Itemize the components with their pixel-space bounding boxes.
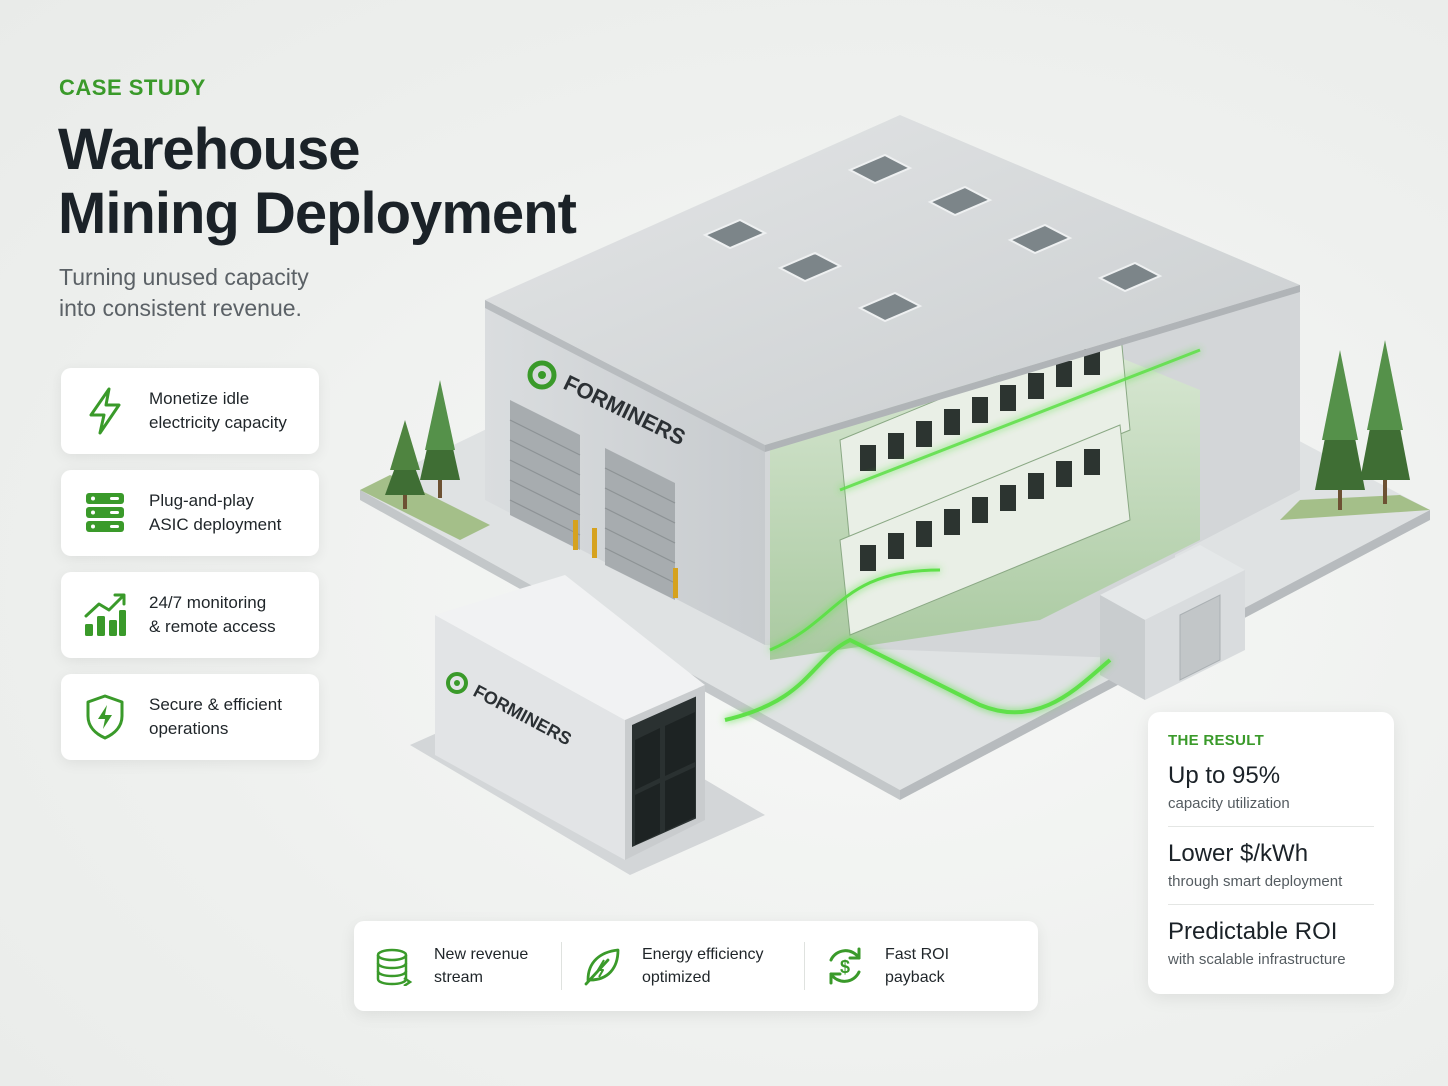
leaf-icon bbox=[562, 946, 642, 986]
benefits-bar: New revenue stream Energy efficiency opt… bbox=[354, 921, 1038, 1011]
benefit-roi: $ Fast ROI payback bbox=[805, 921, 1005, 1011]
feature-line-2: operations bbox=[149, 719, 229, 738]
tree-group-left bbox=[385, 380, 460, 509]
metric-subtitle: capacity utilization bbox=[1168, 795, 1290, 812]
result-label: THE RESULT bbox=[1168, 732, 1265, 749]
growth-chart-icon bbox=[61, 572, 149, 658]
svg-text:$: $ bbox=[840, 957, 850, 977]
page-subtitle: Turning unused capacity into consistent … bbox=[59, 262, 389, 324]
transformer-box bbox=[1100, 545, 1245, 700]
feature-line-1: Secure & efficient bbox=[149, 695, 282, 714]
power-cable bbox=[724, 637, 1112, 722]
feature-line-1: 24/7 monitoring bbox=[149, 593, 267, 612]
feature-line-1: Plug-and-play bbox=[149, 491, 254, 510]
subtitle-line-2: into consistent revenue. bbox=[59, 295, 302, 321]
benefit-line-1: New revenue bbox=[434, 946, 529, 963]
miner-racks bbox=[839, 324, 1201, 636]
dollar-cycle-icon: $ bbox=[805, 944, 885, 988]
metric-title: Lower $/kWh bbox=[1168, 840, 1309, 867]
feature-line-1: Monetize idle bbox=[149, 389, 250, 408]
benefit-efficiency: Energy efficiency optimized bbox=[562, 921, 804, 1011]
feature-card-secure: Secure & efficient operations bbox=[61, 674, 319, 760]
feature-line-2: & remote access bbox=[149, 617, 276, 636]
shield-bolt-icon bbox=[61, 674, 149, 760]
metric-subtitle: through smart deployment bbox=[1168, 873, 1343, 890]
benefit-line-2: optimized bbox=[642, 969, 711, 986]
divider bbox=[804, 942, 805, 990]
page-title: Warehouse Mining Deployment bbox=[58, 118, 618, 246]
eyebrow-label: CASE STUDY bbox=[59, 75, 206, 100]
metric-cost: Lower $/kWh through smart deployment bbox=[1168, 827, 1374, 905]
result-card: THE RESULT Up to 95% capacity utilizatio… bbox=[1148, 712, 1394, 994]
title-line-1: Warehouse bbox=[58, 117, 360, 182]
title-line-2: Mining Deployment bbox=[58, 181, 577, 246]
divider bbox=[561, 942, 562, 990]
subtitle-line-1: Turning unused capacity bbox=[59, 264, 309, 290]
warehouse-roof bbox=[485, 115, 1300, 445]
feature-line-2: ASIC deployment bbox=[149, 515, 282, 534]
benefit-line-1: Energy efficiency bbox=[642, 946, 764, 963]
metric-roi: Predictable ROI with scalable infrastruc… bbox=[1168, 905, 1374, 982]
feature-line-2: electricity capacity bbox=[149, 413, 287, 432]
feature-card-monetize: Monetize idle electricity capacity bbox=[61, 368, 319, 454]
warehouse-illustration: FORMINERS bbox=[360, 115, 1430, 875]
coin-stack-icon bbox=[354, 946, 434, 986]
feature-card-monitoring: 24/7 monitoring & remote access bbox=[61, 572, 319, 658]
benefit-line-2: stream bbox=[434, 969, 483, 986]
feature-card-plug-and-play: Plug-and-play ASIC deployment bbox=[61, 470, 319, 556]
mining-container: FORMINERS bbox=[410, 575, 765, 875]
metric-title: Up to 95% bbox=[1168, 762, 1281, 789]
lightning-icon bbox=[61, 368, 149, 454]
metric-title: Predictable ROI bbox=[1168, 918, 1338, 945]
tree-group-right bbox=[1315, 340, 1410, 510]
benefit-line-1: Fast ROI bbox=[885, 946, 950, 963]
metric-subtitle: with scalable infrastructure bbox=[1168, 951, 1346, 968]
metric-utilization: Up to 95% capacity utilization bbox=[1168, 749, 1374, 827]
server-icon bbox=[61, 470, 149, 556]
benefit-revenue: New revenue stream bbox=[354, 921, 561, 1011]
benefit-line-2: payback bbox=[885, 969, 945, 986]
